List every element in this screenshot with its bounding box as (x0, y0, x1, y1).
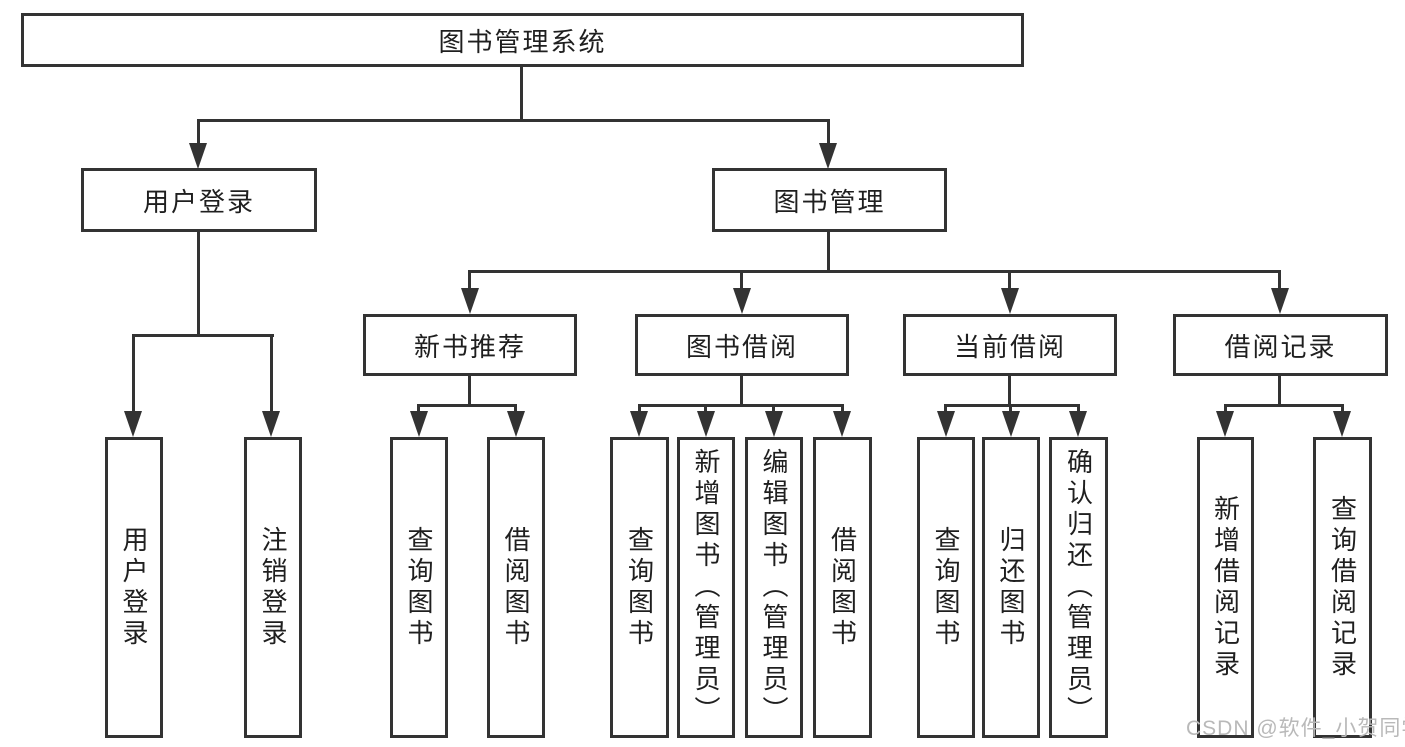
connector-drop-leaf (1341, 404, 1344, 416)
connector-borrow-records-split (1224, 404, 1344, 407)
arrow-down-icon (189, 143, 207, 169)
connector-drop-leaf (514, 404, 517, 416)
connector-new-book-stem (468, 376, 471, 407)
connector-book-borrow-split (638, 404, 844, 407)
connector-drop-leaf (417, 404, 420, 416)
leaf-borrow-books-recommend: 借阅图书 (487, 437, 545, 738)
connector-drop-leaf (1009, 404, 1012, 416)
leaf-query-books-current: 查询图书 (917, 437, 975, 738)
arrow-down-icon (937, 411, 955, 437)
arrow-down-icon (1333, 411, 1351, 437)
leaf-query-books-recommend: 查询图书 (390, 437, 448, 738)
connector-drop-user-login (197, 119, 200, 147)
arrow-down-icon (1002, 411, 1020, 437)
connector-new-book-split (417, 404, 517, 407)
connector-current-borrow-split (944, 404, 1080, 407)
leaf-user-login: 用户登录 (105, 437, 163, 738)
connector-book-management-stem (827, 232, 830, 273)
connector-drop-level3 (1278, 270, 1281, 292)
node-new-book-recommend: 新书推荐 (363, 314, 577, 376)
leaf-edit-books-admin: 编辑图书（管理员） (745, 437, 803, 738)
connector-drop-leaf (270, 334, 273, 414)
connector-user-login-stem (197, 232, 200, 337)
connector-drop-leaf (1224, 404, 1227, 416)
arrow-down-icon (1069, 411, 1087, 437)
node-borrow-records: 借阅记录 (1173, 314, 1388, 376)
leaf-logout: 注销登录 (244, 437, 302, 738)
leaf-return-books: 归还图书 (982, 437, 1040, 738)
arrow-down-icon (765, 411, 783, 437)
leaf-query-borrow-record: 查询借阅记录 (1313, 437, 1372, 738)
node-root: 图书管理系统 (21, 13, 1024, 67)
connector-root-stem (520, 66, 523, 122)
connector-drop-leaf (944, 404, 947, 416)
connector-drop-leaf (772, 404, 775, 416)
connector-level2-split (197, 119, 830, 122)
leaf-confirm-return-admin: 确认归还（管理员） (1049, 437, 1108, 738)
arrow-down-icon (833, 411, 851, 437)
leaf-borrow-books: 借阅图书 (813, 437, 872, 738)
connector-drop-leaf (1077, 404, 1080, 416)
arrow-down-icon (630, 411, 648, 437)
arrow-down-icon (262, 411, 280, 437)
connector-drop-leaf (638, 404, 641, 416)
connector-user-login-split (132, 334, 274, 337)
connector-drop-leaf (841, 404, 844, 416)
connector-borrow-records-stem (1278, 376, 1281, 407)
connector-current-borrow-stem (1008, 376, 1011, 407)
node-book-borrow: 图书借阅 (635, 314, 849, 376)
arrow-down-icon (461, 288, 479, 314)
arrow-down-icon (507, 411, 525, 437)
connector-drop-level3 (468, 270, 471, 292)
arrow-down-icon (410, 411, 428, 437)
arrow-down-icon (1271, 288, 1289, 314)
node-current-borrow: 当前借阅 (903, 314, 1117, 376)
arrow-down-icon (819, 143, 837, 169)
leaf-add-borrow-record: 新增借阅记录 (1197, 437, 1254, 738)
leaf-add-books-admin: 新增图书（管理员） (677, 437, 735, 738)
connector-drop-leaf (132, 334, 135, 414)
connector-drop-level3 (1008, 270, 1011, 292)
connector-drop-book-management (827, 119, 830, 147)
connector-level3-split (468, 270, 1281, 273)
connector-book-borrow-stem (740, 376, 743, 407)
connector-drop-leaf (704, 404, 707, 416)
arrow-down-icon (1001, 288, 1019, 314)
connector-drop-level3 (740, 270, 743, 292)
node-book-management: 图书管理 (712, 168, 947, 232)
arrow-down-icon (124, 411, 142, 437)
arrow-down-icon (697, 411, 715, 437)
arrow-down-icon (1216, 411, 1234, 437)
leaf-query-books-borrow: 查询图书 (610, 437, 669, 738)
node-user-login: 用户登录 (81, 168, 317, 232)
arrow-down-icon (733, 288, 751, 314)
watermark: CSDN @软件_小贺同学 (1186, 717, 1405, 740)
